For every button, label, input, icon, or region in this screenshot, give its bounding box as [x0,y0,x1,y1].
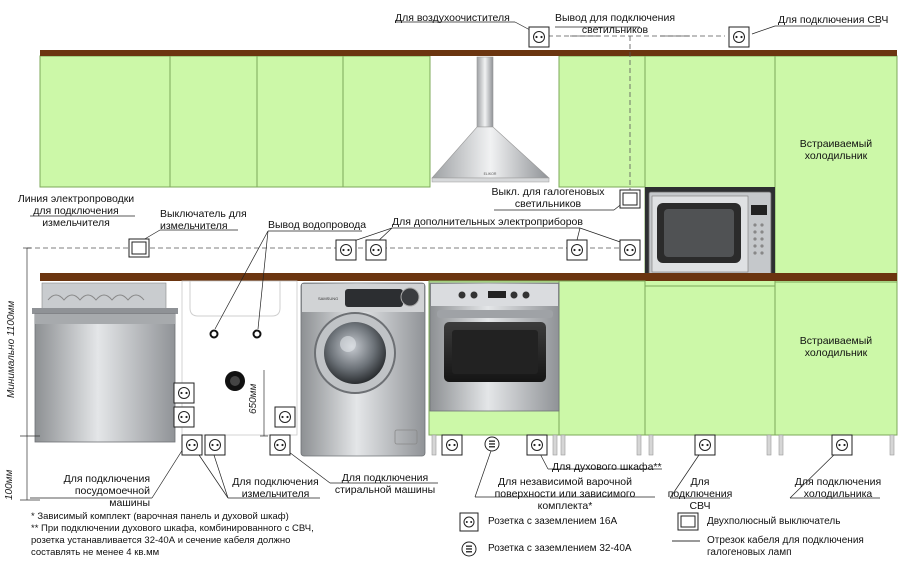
oven [429,282,560,412]
label-air-purifier: Для воздухоочистителя [395,12,510,24]
cooker-hood: ELIKOR [431,56,550,183]
socket-16a [728,26,750,48]
switches [128,189,641,258]
label-chopper-line: Линия электропроводки для подключения из… [17,193,135,229]
footnote-line: * Зависимый комплект (варочная панель и … [31,511,289,522]
footnote-line: составлять не менее 4 кв.мм [31,547,160,558]
label-microwave: Для подключения СВЧ [778,14,889,26]
label-oven: Для духового шкафа** [552,461,662,473]
socket-16a [441,434,463,456]
upper-cabinet [342,55,431,188]
socket-16a [831,434,853,456]
fridge-upper-panel [774,55,898,283]
socket-16a [365,239,387,261]
socket-16a [619,239,641,261]
socket-16a [528,26,550,48]
water-outlet-right [252,329,262,339]
lower-cabinet [644,285,776,436]
upper-cabinet [256,55,344,188]
halogen-switch [619,189,641,209]
label-microwave-bottom: Для подключения СВЧ [667,476,733,512]
legend-socket-32a-icon [461,541,477,557]
label-chopper-switch: Выключатель для измельчителя [160,208,247,232]
label-dishwasher: Для подключения посудомоечной машины [63,473,150,509]
footnote-line: розетка устанавливается 32-40А и сечение… [31,535,291,546]
legend-switch-icon [677,512,699,531]
label-washing-machine: Для подключения стиральной машины [334,472,436,496]
socket-16a [269,434,291,456]
dishwasher [32,282,178,443]
label-halogen-switch: Выкл. для галогеновых светильников [491,186,605,210]
label-hob: Для независимой варочной поверхности или… [494,476,636,512]
upper-cabinet [558,55,646,188]
dimension-100: 100мм [4,469,15,500]
lower-cabinet [558,280,646,436]
label-extra-appliances: Для дополнительных электроприборов [392,216,583,228]
label-fridge-bottom: Встраиваемый холодильник [799,335,873,359]
microwave [645,187,775,280]
socket-16a [181,434,203,456]
chopper-switch [128,238,150,258]
cabinet-legs [431,434,895,456]
dimension-lines [20,247,268,501]
leader-lines [30,21,880,499]
dimension-min-height: Минимально 1100мм [6,300,17,398]
upper-cabinet [169,55,258,188]
countertop [40,273,897,281]
legend-icons [459,512,700,557]
socket-16a [694,434,716,456]
washer-brand: SAMSUNG [318,296,338,301]
legend-halogen-cable: Отрезок кабеля для подключения галогенов… [707,535,864,558]
legend-socket-16a: Розетка с заземлением 16А [488,516,618,527]
socket-32a [484,436,500,452]
legend-socket-16a-icon [459,512,479,532]
label-chopper-connect: Для подключения измельчителя [232,476,319,500]
label-water-outlet: Вывод водопровода [268,219,367,231]
washing-machine: SAMSUNG [300,282,426,457]
hood-logo: ELIKOR [484,172,497,176]
footnote-line: ** При подключении духового шкафа, комби… [31,523,314,534]
fridge-lower-panel [774,281,898,436]
socket-16a [173,406,195,428]
socket-16a [566,239,588,261]
socket-16a [526,434,548,456]
label-lights-outlet: Вывод для подключения светильников [554,12,676,36]
water-outlet-left [209,329,219,339]
label-fridge-top: Встраиваемый холодильник [799,138,873,162]
upper-top-board [40,50,897,56]
socket-16a [335,239,357,261]
legend-socket-32a: Розетка с заземлением 32-40А [488,543,632,554]
sockets-16a [173,26,853,456]
socket-16a [173,382,195,404]
legend-switch: Двухполюсный выключатель [707,516,841,527]
socket-16a [274,406,296,428]
sink-area [189,281,281,391]
socket-16a [204,434,226,456]
label-fridge-connect: Для подключения холодильника [794,476,882,500]
dimension-650: 650мм [248,383,259,414]
upper-cabinet [39,55,171,188]
